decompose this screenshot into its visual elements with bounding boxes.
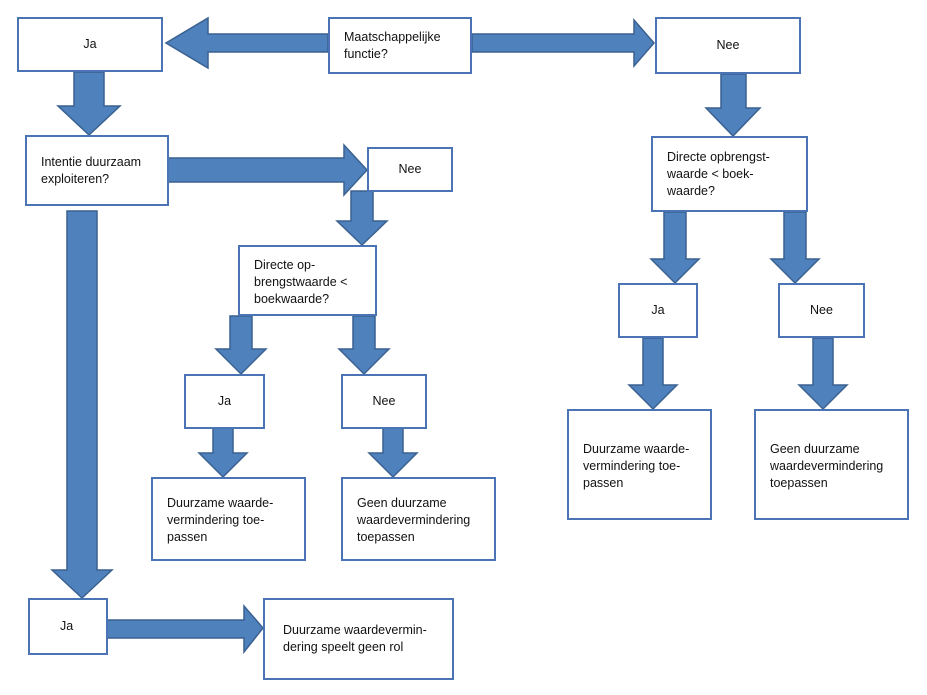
arrow-ja-right-to-result [627, 337, 679, 411]
arrow-nee-top-to-right-question [704, 73, 762, 138]
right-none-result-box: Geen duurzame waardevermindering toepass… [754, 409, 909, 520]
right-value-question-box: Directe opbrengst- waarde < boek- waarde… [651, 136, 808, 212]
ja-bottom-box: Ja [28, 598, 108, 655]
arrow-to-ja-top [164, 16, 329, 70]
arrow-left-question-to-nee [337, 315, 391, 376]
nee-intention-box: Nee [367, 147, 453, 192]
ja-left-box: Ja [184, 374, 265, 429]
arrow-nee-right-to-result [797, 337, 849, 411]
right-apply-result-box: Duurzame waarde- vermindering toe- passe… [567, 409, 712, 520]
ja-top-box: Ja [17, 17, 163, 72]
intention-question-box: Intentie duurzaam exploiteren? [25, 135, 169, 206]
arrow-ja-bottom-to-result [106, 603, 264, 655]
nee-right-box: Nee [778, 283, 865, 338]
left-apply-result-box: Duurzame waarde- vermindering toe- passe… [151, 477, 306, 561]
arrow-intention-to-nee [167, 143, 369, 197]
arrow-intention-to-ja-bottom [50, 210, 114, 600]
arrow-ja-left-to-result [197, 427, 249, 479]
arrow-to-nee-top [471, 17, 655, 69]
ja-right-box: Ja [618, 283, 698, 338]
nee-top-box: Nee [655, 17, 801, 74]
left-value-question-box: Directe op- brengstwaarde < boekwaarde? [238, 245, 377, 316]
arrow-nee-to-left-question [335, 190, 389, 247]
arrow-right-question-to-ja [649, 211, 701, 285]
arrow-nee-left-to-result [367, 427, 419, 479]
nee-left-box: Nee [341, 374, 427, 429]
social-function-question-box: Maatschappelijke functie? [328, 17, 472, 74]
left-none-result-box: Geen duurzame waardevermindering toepass… [341, 477, 496, 561]
bottom-result-box: Duurzame waardevermin- dering speelt gee… [263, 598, 454, 680]
arrow-ja-to-intention [56, 71, 122, 137]
arrow-right-question-to-nee [769, 211, 821, 285]
arrow-left-question-to-ja [214, 315, 268, 376]
